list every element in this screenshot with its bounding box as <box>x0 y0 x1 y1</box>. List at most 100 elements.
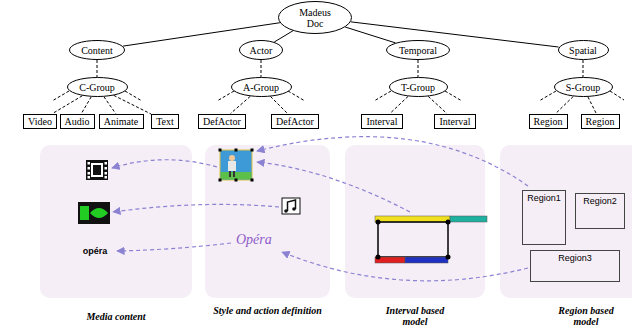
panel-caption: Interval based model <box>375 305 455 327</box>
film-hole <box>105 167 108 170</box>
reference-arrow <box>117 243 231 251</box>
tree-link <box>104 97 116 114</box>
film-hole <box>105 172 108 175</box>
stub-line <box>288 91 305 101</box>
stub-line <box>610 91 624 100</box>
relation-dot <box>376 220 381 225</box>
element-box: Region <box>529 114 568 129</box>
selection-handle <box>219 149 222 152</box>
note-stem <box>288 200 296 211</box>
speaker-body <box>80 206 89 220</box>
root-ellipse: Madeus Doc <box>278 1 352 34</box>
stub-line <box>125 91 142 101</box>
node-label: Spatial <box>569 45 597 56</box>
film-picture <box>93 165 101 175</box>
ellipse-outline <box>387 41 450 60</box>
tree-link <box>351 22 559 47</box>
node-label: Text <box>156 116 174 127</box>
reference-arrow <box>282 252 528 281</box>
category-ellipse: Actor <box>239 40 283 60</box>
region-box: Region1 <box>522 190 566 245</box>
style-panel: OpéraStyle and action definition <box>205 145 330 298</box>
reference-arrow <box>257 137 528 186</box>
stub-line <box>52 91 69 101</box>
selection-handle <box>251 149 254 152</box>
reference-arrow <box>257 162 410 212</box>
selection-handle <box>251 179 254 182</box>
note-head <box>292 207 296 211</box>
film-hole <box>105 162 108 165</box>
figure-body <box>228 161 236 171</box>
tree-link <box>428 96 447 113</box>
node-label: Temporal <box>399 45 437 56</box>
tree-link <box>345 27 395 43</box>
tree-link <box>114 95 151 114</box>
relation-frame <box>378 222 448 257</box>
interval-bar <box>405 257 448 263</box>
node-label: Interval <box>366 116 397 127</box>
group-ellipse: A-Group <box>231 77 292 97</box>
region-panel: Region based modelRegion1Region2Region3 <box>500 145 632 298</box>
tree-link <box>556 96 574 113</box>
tree-link <box>81 97 91 114</box>
node-label: Video <box>28 116 52 127</box>
group-ellipse: S-Group <box>554 77 613 97</box>
node-label: Audio <box>65 116 90 127</box>
node-label: C-Group <box>79 82 115 93</box>
interval-bar <box>450 216 487 222</box>
more-children-stubs <box>52 91 624 101</box>
selection-handle <box>235 149 238 152</box>
film-frame <box>86 160 108 180</box>
relation-dot <box>376 255 381 260</box>
tree-link <box>588 97 596 114</box>
element-box: Interval <box>434 114 476 129</box>
region-box: Region3 <box>530 250 620 282</box>
node-label: DefActor <box>203 116 241 127</box>
ellipse-outline <box>240 41 283 60</box>
media-title: opéra <box>70 246 120 257</box>
media-panel: opéraMedia content <box>40 145 192 298</box>
category-ellipse: Spatial <box>558 40 609 60</box>
film-hole <box>88 176 91 179</box>
node-label: Actor <box>250 45 273 56</box>
speaker-cone <box>90 208 108 218</box>
tree-link <box>53 96 83 114</box>
element-box: Audio <box>60 114 95 129</box>
music-frame <box>282 198 300 214</box>
note-head <box>284 209 288 213</box>
film-icon <box>86 160 108 180</box>
ellipse-outline <box>558 41 608 60</box>
panel-ground <box>40 145 192 298</box>
picture-ground <box>221 172 252 180</box>
picture-icon <box>219 149 254 182</box>
relation-dot <box>446 255 451 260</box>
ellipse-outline <box>389 78 447 97</box>
element-box: Video <box>23 114 57 129</box>
node-label: T-Group <box>401 82 435 93</box>
element-box: DefActor <box>198 114 246 129</box>
node-label: Interval <box>439 116 470 127</box>
region-label: Region3 <box>531 251 619 266</box>
reference-arrow <box>113 204 279 212</box>
stub-line <box>445 91 462 101</box>
film-window <box>91 163 103 177</box>
stub-line <box>217 91 234 101</box>
element-box: Animate <box>99 114 144 129</box>
node-label: Animate <box>104 116 138 127</box>
category-ellipse: Temporal <box>386 40 450 60</box>
selection-handle <box>235 179 238 182</box>
ellipse-outline <box>231 78 291 97</box>
category-ellipse: Content <box>69 40 125 60</box>
sound-frame <box>78 202 110 224</box>
panel-ground <box>500 145 632 298</box>
tree-link <box>583 60 584 77</box>
figure-head <box>229 155 235 161</box>
styled-title: Opéra <box>236 232 272 248</box>
film-hole <box>88 172 91 175</box>
stub-line <box>539 91 556 101</box>
interval-bar <box>375 216 450 222</box>
panel-ground <box>205 145 330 298</box>
node-label: S-Group <box>566 82 600 93</box>
interval-panel: Interval based model <box>345 145 485 298</box>
node-label: A-Group <box>243 82 279 93</box>
